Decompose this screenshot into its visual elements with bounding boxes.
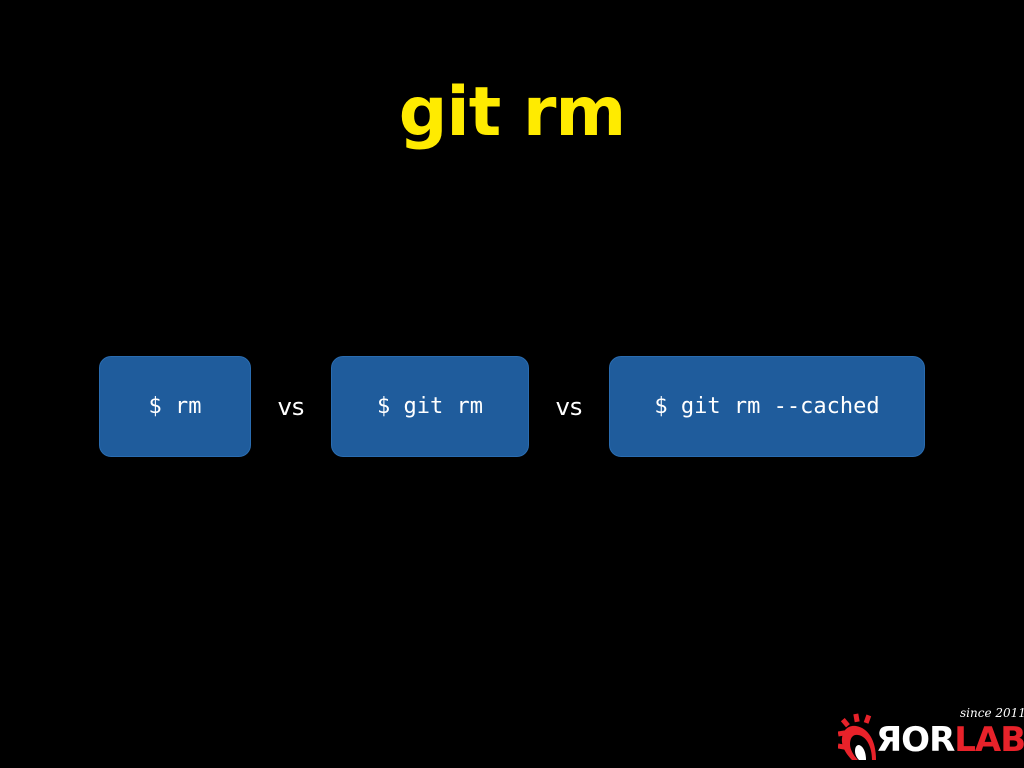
slide-title: git rm (398, 73, 627, 152)
logo-word-ror: ЯOR (876, 720, 955, 760)
logo-word-lab: LAB (954, 720, 1024, 760)
vs-separator: vs (277, 393, 305, 421)
command-text: $ git rm (377, 394, 483, 419)
command-text: $ rm (148, 394, 202, 419)
command-text: $ git rm --cached (654, 394, 880, 419)
logo-wordmark: ЯORLAB (876, 720, 1024, 760)
logo-tagline: since 2011 (960, 706, 1024, 720)
vs-separator: vs (555, 393, 583, 421)
gear-flame-icon (838, 713, 876, 760)
command-box-rm: $ rm (99, 356, 251, 457)
command-box-git-rm-cached: $ git rm --cached (609, 356, 925, 457)
rorlab-logo: since 2011 ЯORLAB (838, 700, 1024, 764)
command-box-git-rm: $ git rm (331, 356, 529, 457)
